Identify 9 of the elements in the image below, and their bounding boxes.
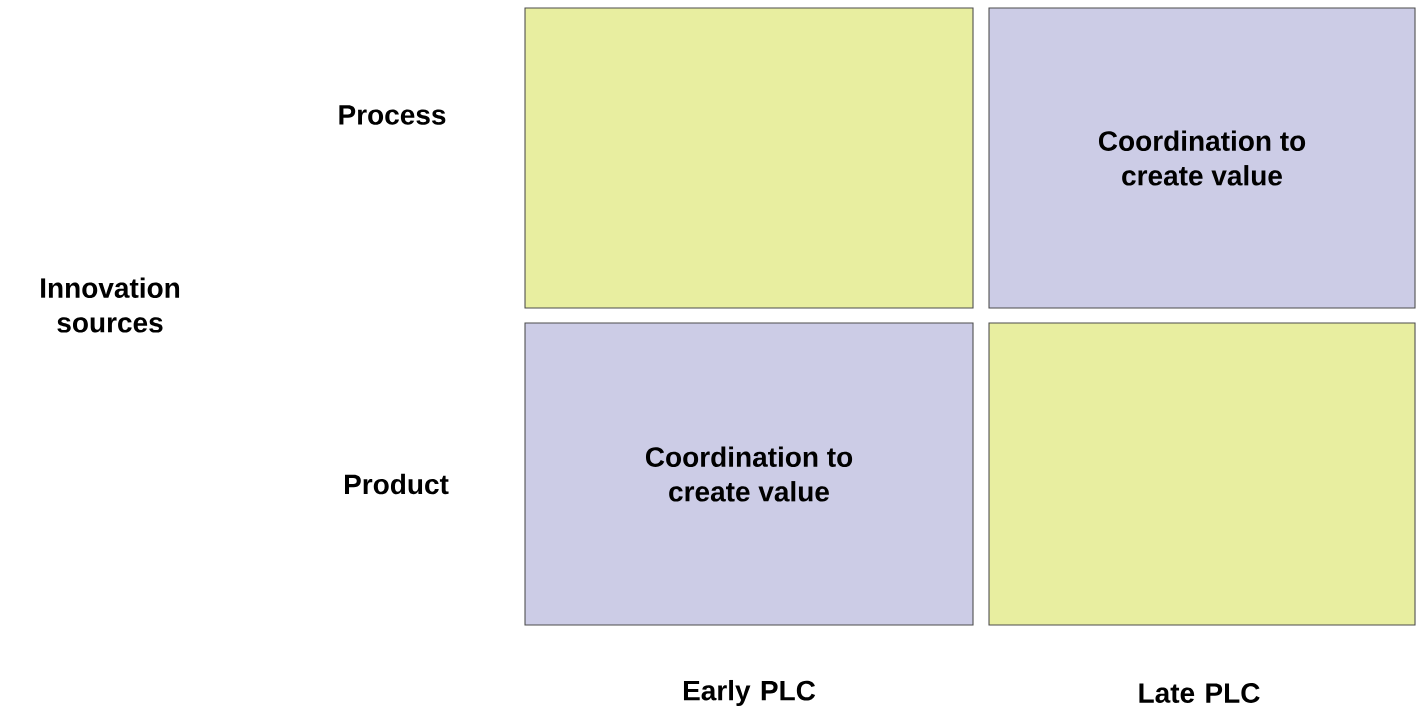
axis-label: Product bbox=[345, 473, 449, 495]
axis-label: Innovation sources bbox=[41, 277, 180, 333]
text-box: Coordination to create value bbox=[988, 7, 1416, 309]
empty-box bbox=[524, 7, 974, 309]
empty-box bbox=[988, 322, 1416, 626]
axis-label: Process bbox=[339, 105, 446, 125]
axis-label: Early PLC bbox=[684, 679, 816, 707]
text-box: Coordination to create value bbox=[524, 322, 974, 626]
axis-label: Late PLC bbox=[1139, 683, 1260, 703]
